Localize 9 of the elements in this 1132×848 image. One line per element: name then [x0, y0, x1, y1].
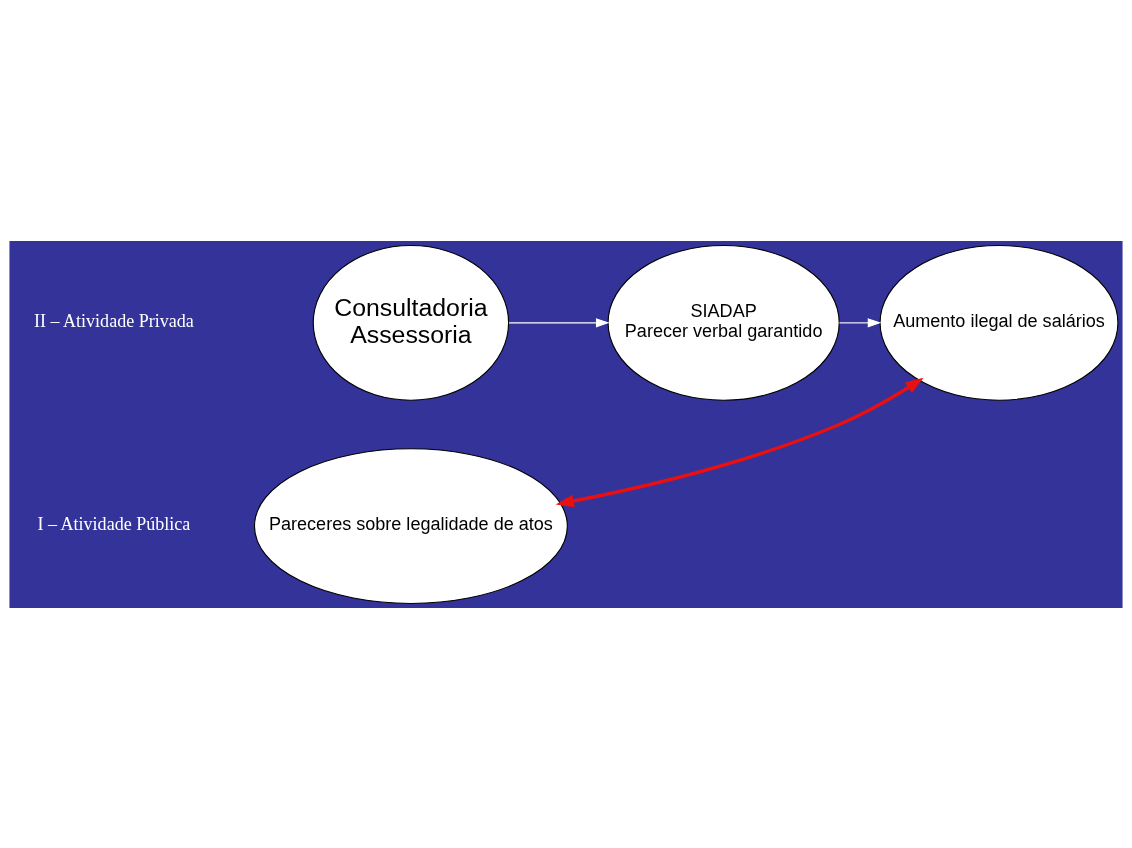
- arrow: [555, 377, 924, 507]
- node-ellipse: Consultadoria Assessoria: [312, 244, 510, 401]
- node-ellipse: SIADAP Parecer verbal garantido: [607, 244, 840, 401]
- arrow: [838, 317, 882, 328]
- node-ellipse: Pareceres sobre legalidade de atos: [253, 447, 568, 604]
- node-ellipse: Aumento ilegal de salários: [879, 244, 1119, 401]
- label: II – Atividade Privada: [33, 310, 194, 331]
- label: I – Atividade Pública: [37, 513, 191, 534]
- arrow: [508, 317, 610, 328]
